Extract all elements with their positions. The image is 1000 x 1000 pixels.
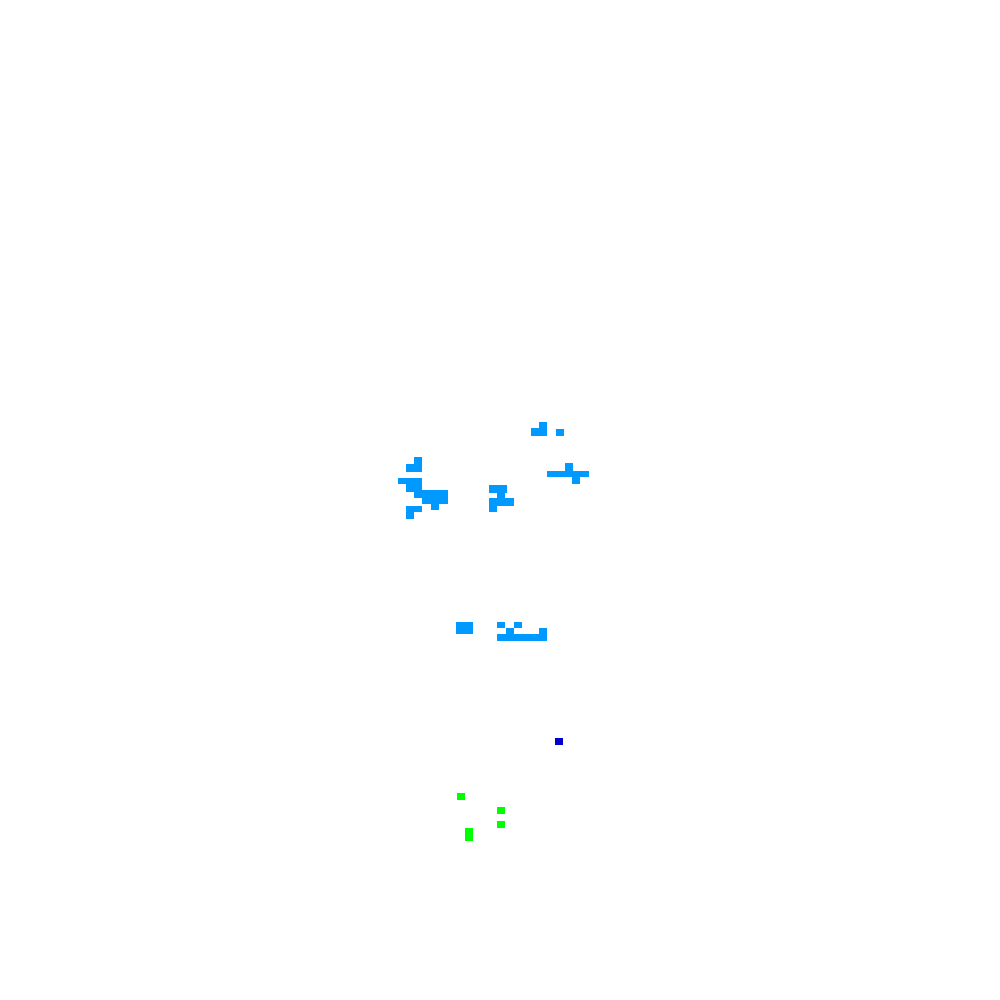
- cyan-cluster-lower: [456, 622, 547, 641]
- cyan-cluster-middle-pixel: [489, 498, 514, 506]
- cyan-cluster-right: [547, 463, 589, 484]
- green-cluster-pixel: [465, 828, 473, 841]
- cyan-cluster-left-pixel: [398, 478, 422, 484]
- cyan-cluster-top-pixel: [556, 429, 564, 436]
- cyan-cluster-right-pixel: [565, 463, 573, 471]
- cyan-cluster-middle-pixel: [489, 506, 497, 512]
- cyan-cluster-lower-pixel: [497, 622, 505, 628]
- cyan-cluster-lower-pixel: [497, 634, 547, 641]
- cyan-cluster-left-pixel: [422, 498, 448, 504]
- cyan-cluster-left-pixel: [406, 512, 414, 519]
- cyan-cluster-left-pixel: [431, 504, 439, 510]
- cyan-cluster-top: [531, 422, 564, 436]
- cyan-cluster-middle: [489, 485, 514, 512]
- cyan-cluster-top-pixel: [539, 422, 547, 428]
- green-cluster-pixel: [497, 821, 505, 828]
- cyan-cluster-left-pixel: [414, 457, 422, 465]
- green-cluster-pixel: [457, 793, 465, 800]
- cyan-cluster-left-pixel: [406, 484, 422, 492]
- pixel-clusters: [398, 422, 589, 841]
- blue-marker: [555, 738, 563, 745]
- cyan-cluster-right-pixel: [547, 471, 589, 477]
- cyan-cluster-middle-pixel: [489, 485, 507, 493]
- cyan-cluster-middle-pixel: [497, 493, 505, 498]
- cyan-cluster-lower-pixel: [506, 628, 514, 634]
- green-cluster-pixel: [497, 807, 505, 814]
- cyan-cluster-left-pixel: [414, 490, 448, 498]
- green-cluster: [457, 793, 505, 841]
- cyan-cluster-left-pixel: [406, 464, 422, 472]
- cyan-cluster-lower-pixel: [539, 628, 547, 634]
- cyan-cluster-top-pixel: [531, 428, 547, 436]
- cyan-cluster-lower-pixel: [514, 622, 522, 628]
- cyan-cluster-left-pixel: [406, 506, 422, 512]
- cyan-cluster-lower-pixel: [456, 622, 473, 634]
- blue-marker-pixel: [555, 738, 563, 745]
- cyan-cluster-right-pixel: [572, 477, 580, 484]
- cyan-cluster-left: [398, 457, 448, 519]
